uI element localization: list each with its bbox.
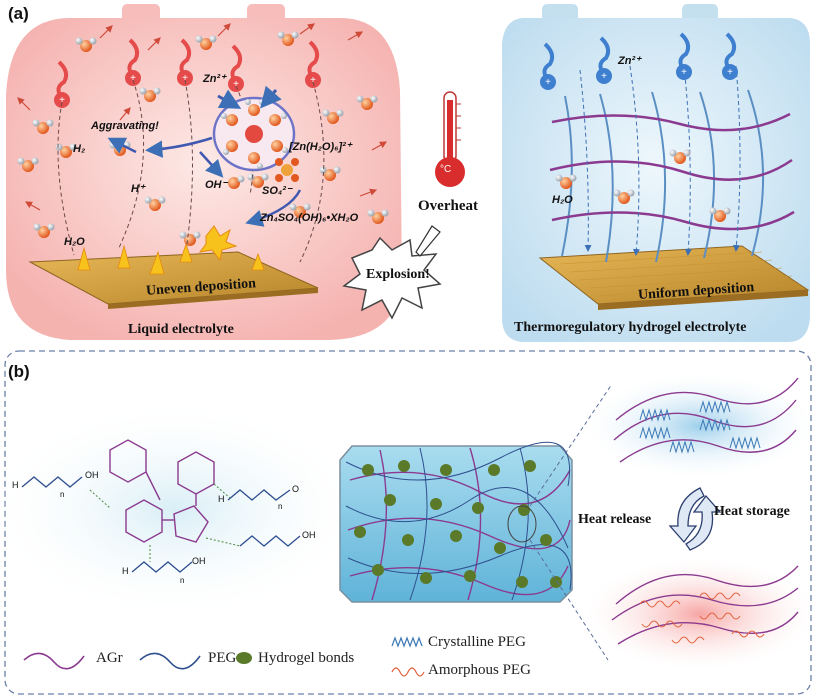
panel-a-tag: (a) xyxy=(8,4,29,23)
peg-o-right: O xyxy=(292,484,300,494)
peg-oh-bottom: OH xyxy=(192,556,206,566)
legend-peg-label: PEG xyxy=(208,650,237,666)
thermometer-icon xyxy=(435,91,465,187)
reaction-arrows xyxy=(107,136,302,227)
h2-label: H₂ xyxy=(73,143,86,155)
hydroxide-ion xyxy=(228,175,245,189)
amorphous-peg-state xyxy=(588,560,812,668)
legend-hydrogel-bonds-label: Hydrogel bonds xyxy=(258,650,355,666)
hydrogel-network xyxy=(549,65,795,263)
heat-escape-arrows xyxy=(17,23,388,211)
peg-h-bottom: H xyxy=(122,566,129,576)
svg-text:+: + xyxy=(130,73,136,84)
legend-agr-swatch xyxy=(23,652,85,670)
heat-cycle-arrows xyxy=(668,487,722,551)
explosion-label: Explosion! xyxy=(366,267,430,282)
zinc-anode-uneven xyxy=(28,225,319,309)
liquid-electrolyte-title: Liquid electrolyte xyxy=(128,322,234,337)
water-label-right: H₂O xyxy=(552,194,573,206)
peg-oh-right: OH xyxy=(302,530,316,540)
zoom-lines xyxy=(529,383,613,661)
zn-ion-label-right: Zn²⁺ xyxy=(618,55,641,67)
solvation-sheath xyxy=(212,85,296,172)
agr-peg-molecular-structure xyxy=(0,410,350,610)
svg-text:+: + xyxy=(59,95,65,106)
water-molecules-left xyxy=(17,31,389,246)
peg-n-left: n xyxy=(60,490,65,499)
zn-ions-left: + + + + + xyxy=(54,38,321,108)
oh-minus-label: OH⁻ xyxy=(205,179,228,191)
legend-amorphous-label: Amorphous PEG xyxy=(428,662,531,678)
svg-text:+: + xyxy=(310,75,316,86)
svg-text:+: + xyxy=(727,67,733,78)
svg-text:+: + xyxy=(182,73,188,84)
zn-ion-label-left: Zn²⁺ xyxy=(203,73,226,85)
peg-n-bottom: n xyxy=(180,576,185,585)
sulfate-ion xyxy=(275,158,299,182)
explosion-burst xyxy=(342,225,442,320)
legend-hydrogel-bond-swatch xyxy=(236,652,252,664)
ion-paths-left xyxy=(57,79,325,263)
peg-n-right: n xyxy=(278,502,283,511)
hydrogel-electrolyte-title: Thermoregulatory hydrogel electrolyte xyxy=(514,320,747,335)
sulfate-label: SO₄²⁻ xyxy=(262,185,292,197)
h-plus-label: H⁺ xyxy=(131,183,145,195)
hydrogel-block xyxy=(339,441,573,603)
legend-amorphous-swatch xyxy=(391,667,425,677)
peg-h-left: H xyxy=(12,480,19,490)
zinc-hydrate-complex-label: [Zn(H₂O)₆]²⁺ xyxy=(289,141,352,153)
svg-text:+: + xyxy=(233,79,239,90)
water-label-left: H₂O xyxy=(64,236,85,248)
legend-crystalline-swatch xyxy=(391,636,423,648)
panel-b-tag: (b) xyxy=(8,362,30,381)
byproduct-label: Zn₄SO₄(OH)₆•XH₂O xyxy=(260,212,359,224)
overheat-label: Overheat xyxy=(418,198,478,214)
zn-ions-right: + + + + xyxy=(540,32,738,90)
legend-graphics xyxy=(23,636,425,677)
peg-oh-left: OH xyxy=(85,470,99,480)
heat-storage-label: Heat storage xyxy=(714,504,790,519)
svg-text:+: + xyxy=(601,71,607,82)
legend-agr-label: AGr xyxy=(96,650,123,666)
crystalline-peg-state xyxy=(590,376,810,476)
svg-text:+: + xyxy=(681,67,687,78)
water-molecules-right xyxy=(555,149,731,222)
svg-text:+: + xyxy=(545,77,551,88)
peg-h-right: H xyxy=(218,494,225,504)
legend-peg-swatch xyxy=(139,652,201,670)
legend-crystalline-label: Crystalline PEG xyxy=(428,634,526,650)
thermometer-unit: °C xyxy=(440,164,452,175)
heat-release-label: Heat release xyxy=(578,512,652,527)
aggravating-label: Aggravating! xyxy=(91,120,159,132)
